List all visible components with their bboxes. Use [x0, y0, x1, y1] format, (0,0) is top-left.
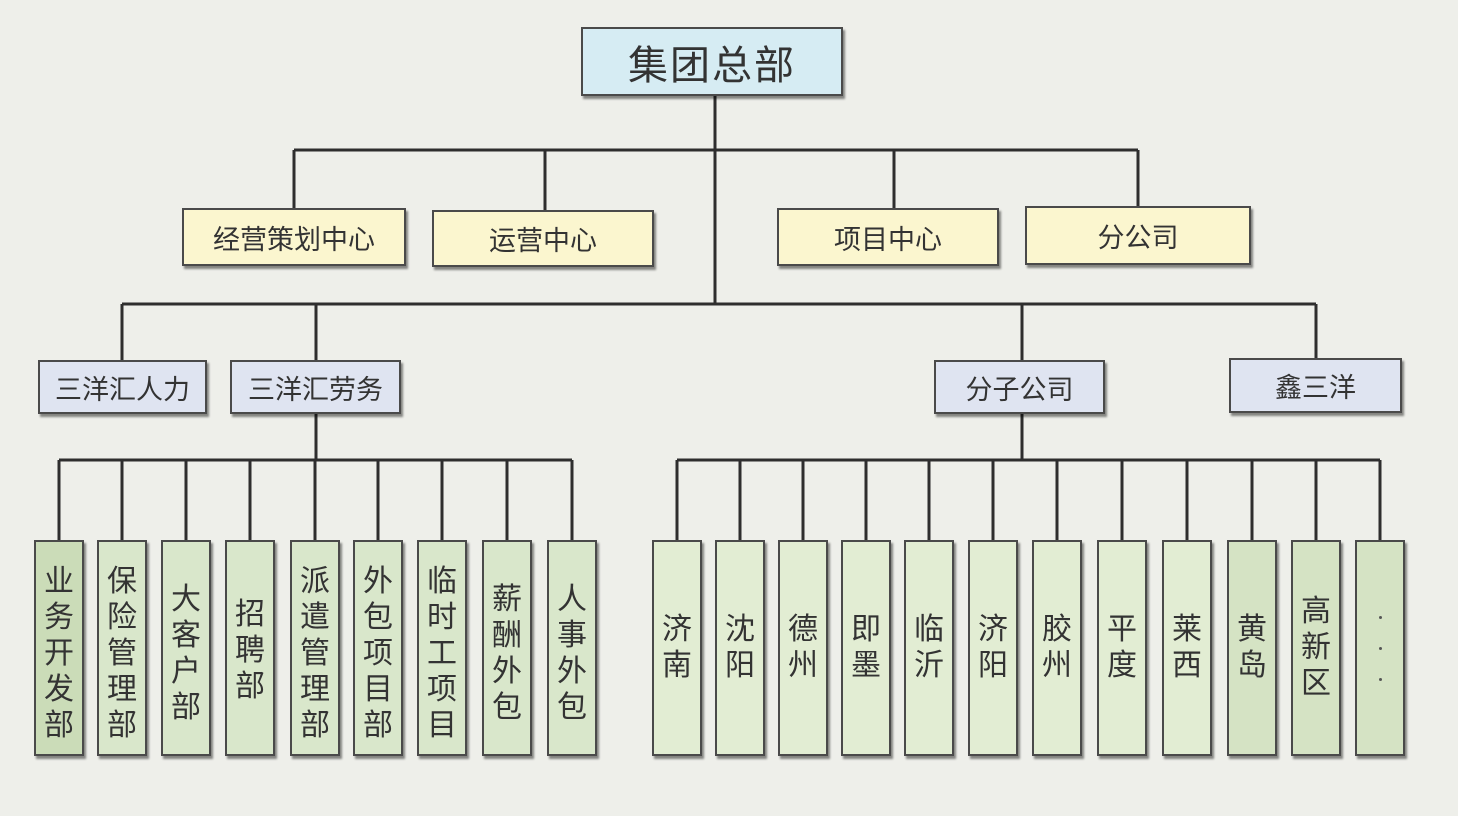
node-label: 分公司	[1097, 223, 1179, 254]
node-dept: 大客户部	[161, 540, 211, 756]
node-branch: 临沂	[904, 540, 954, 756]
node-label: 集团总部	[628, 42, 796, 89]
node-planning-center: 经营策划中心	[182, 208, 406, 266]
node-dept: 临时工项目	[417, 540, 467, 756]
node-label: 德州	[788, 612, 818, 683]
node-label: 临时工项目	[427, 564, 457, 743]
node-unit-subsidiaries: 分子公司	[934, 360, 1105, 414]
node-label: 济阳	[978, 612, 1008, 683]
node-label: 胶州	[1042, 612, 1072, 683]
node-label: 即墨	[851, 612, 881, 683]
node-branch-company: 分公司	[1025, 206, 1251, 265]
node-dept: 派遣管理部	[290, 540, 340, 756]
node-label: 三洋汇人力	[55, 374, 190, 406]
node-branch: 济南	[652, 540, 702, 756]
node-branch: 德州	[778, 540, 828, 756]
node-operations-center: 运营中心	[432, 210, 654, 267]
node-label: 黄岛	[1237, 612, 1267, 683]
node-label: 保险管理部	[107, 564, 137, 743]
node-label: 三洋汇劳务	[248, 374, 383, 406]
node-branch: 沈阳	[715, 540, 765, 756]
node-label: 招聘部	[235, 597, 265, 704]
node-dept: 薪酬外包	[482, 540, 532, 756]
node-branch-more	[1355, 540, 1405, 756]
node-label: 经营策划中心	[213, 224, 375, 256]
node-label: 鑫三洋	[1275, 373, 1356, 404]
node-label: 派遣管理部	[300, 564, 330, 743]
node-label: 人事外包	[557, 582, 587, 725]
node-branch: 胶州	[1032, 540, 1082, 756]
node-branch: 平度	[1097, 540, 1147, 756]
node-label: 大客户部	[171, 582, 201, 725]
node-dept: 人事外包	[547, 540, 597, 756]
node-dept: 招聘部	[225, 540, 275, 756]
node-project-center: 项目中心	[777, 208, 999, 266]
node-dept: 业务开发部	[34, 540, 84, 756]
node-branch: 莱西	[1162, 540, 1212, 756]
node-headquarters: 集团总部	[581, 27, 843, 96]
node-branch: 黄岛	[1227, 540, 1277, 756]
node-label: 平度	[1107, 612, 1137, 683]
node-label: 运营中心	[489, 226, 597, 257]
node-unit-labor: 三洋汇劳务	[230, 360, 401, 414]
node-label: 济南	[662, 612, 692, 683]
node-branch: 济阳	[968, 540, 1018, 756]
node-label: 项目中心	[834, 224, 942, 256]
node-label: 外包项目部	[363, 564, 393, 743]
node-dept: 外包项目部	[353, 540, 403, 756]
node-label: 分子公司	[965, 374, 1074, 406]
node-unit-hr: 三洋汇人力	[38, 360, 207, 414]
node-label: 高新区	[1301, 594, 1331, 701]
node-dept: 保险管理部	[97, 540, 147, 756]
node-label: 业务开发部	[44, 564, 74, 743]
node-branch: 即墨	[841, 540, 891, 756]
node-unit-xinsanyang: 鑫三洋	[1229, 358, 1402, 413]
node-label: 莱西	[1172, 612, 1202, 683]
vertical-ellipsis-icon	[1378, 615, 1382, 681]
node-label: 沈阳	[725, 612, 755, 683]
node-label: 薪酬外包	[492, 582, 522, 725]
node-label: 临沂	[914, 612, 944, 683]
node-branch: 高新区	[1291, 540, 1341, 756]
